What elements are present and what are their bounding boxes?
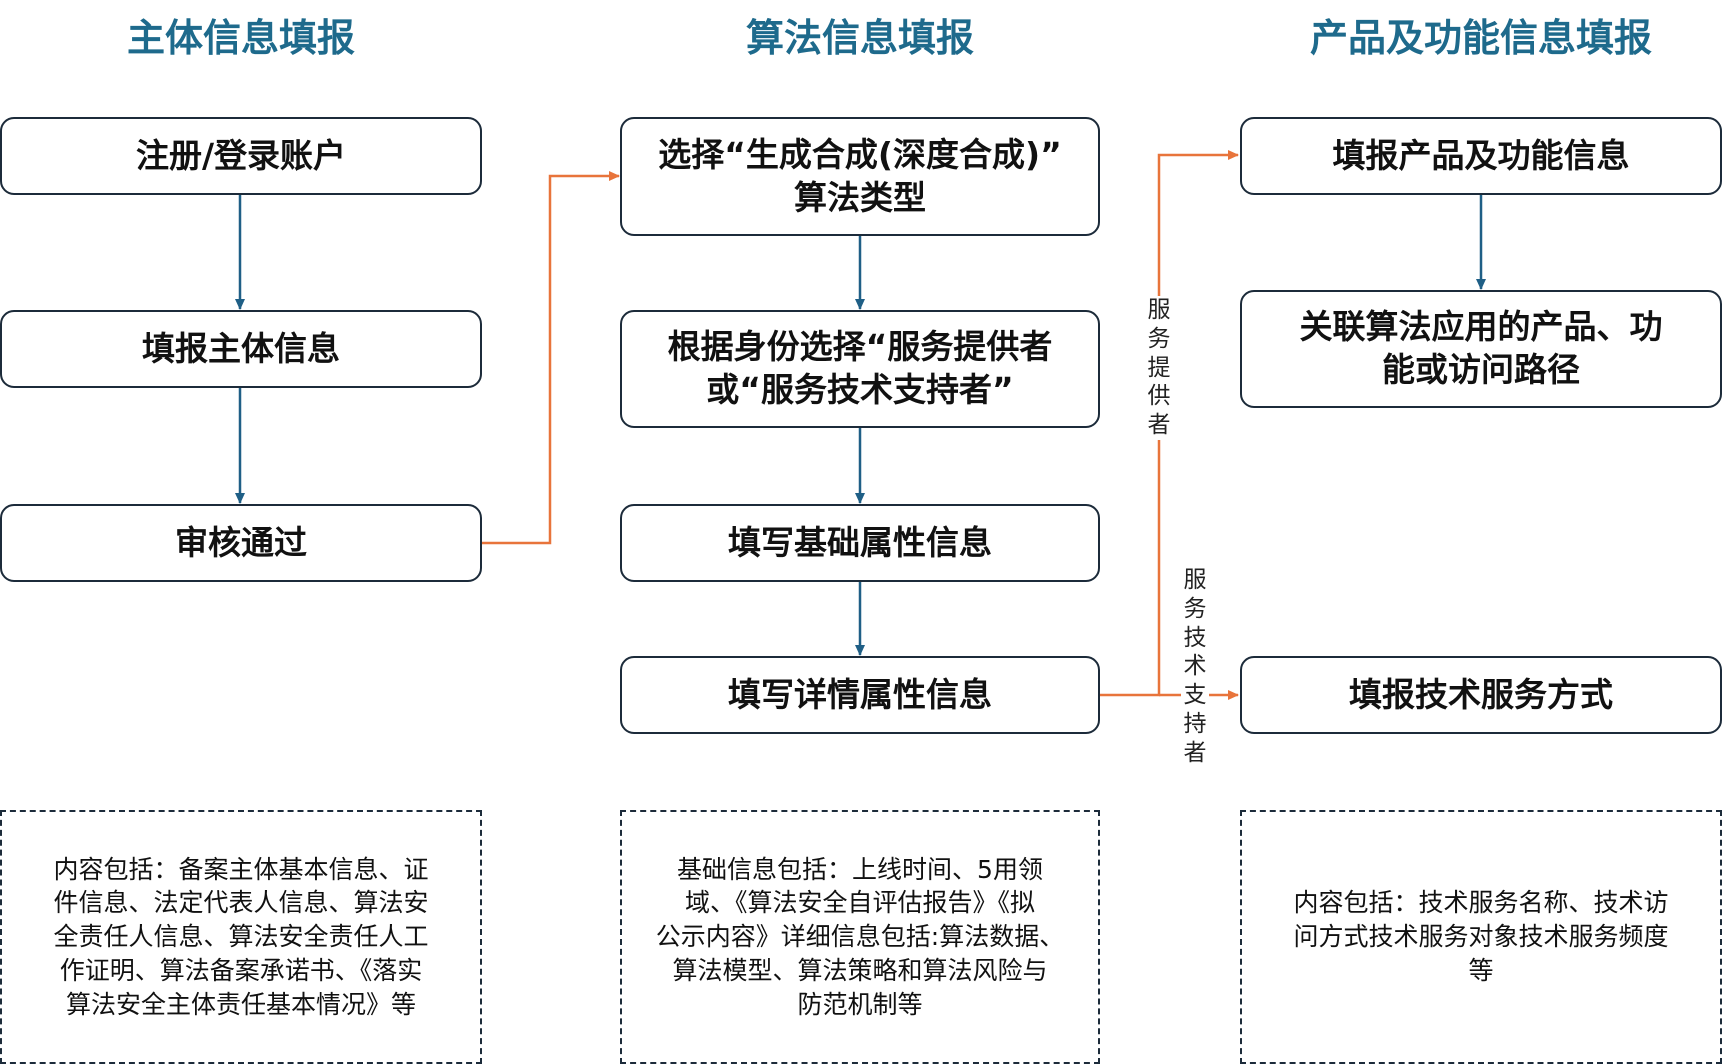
note-subject-line: 算法安全主体责任基本情况》等 xyxy=(65,989,416,1019)
note-product-line: 等 xyxy=(1468,955,1494,985)
step-review-approved-label: 审核通过 xyxy=(175,522,307,562)
note-subject-line: 件信息、法定代表人信息、算法安 xyxy=(53,888,429,918)
step-fill-detail-attributes: 填写详情属性信息 xyxy=(620,656,1100,734)
step-fill-subject-info-label: 填报主体信息 xyxy=(142,328,340,368)
step-select-algorithm-type-line: 算法类型 xyxy=(793,177,926,217)
note-product-line: 内容包括：技术服务名称、技术访 xyxy=(1293,888,1669,918)
note-subject-contents: 内容包括：备案主体基本信息、证 件信息、法定代表人信息、算法安 全责任人信息、算… xyxy=(0,810,482,1064)
step-select-algorithm-type-line: 选择“生成合成(深度合成)” xyxy=(658,134,1062,174)
step-fill-product-function-info: 填报产品及功能信息 xyxy=(1240,117,1722,195)
note-subject-line: 作证明、算法备案承诺书、《落实 xyxy=(59,955,423,985)
note-product-contents: 内容包括：技术服务名称、技术访 问方式技术服务对象技术服务频度 等 xyxy=(1240,810,1722,1064)
step-review-approved: 审核通过 xyxy=(0,504,482,582)
step-fill-product-function-info-label: 填报产品及功能信息 xyxy=(1332,135,1630,175)
step-select-identity-line: 或“服务技术支持者” xyxy=(706,370,1014,409)
column-title-algorithm: 算法信息填报 xyxy=(745,16,974,60)
note-algorithm-line: 算法模型、算法策略和算法风险与 xyxy=(672,955,1048,985)
step-link-products-line: 能或访问路径 xyxy=(1382,350,1580,389)
note-algorithm-line: 防范机制等 xyxy=(797,989,923,1019)
step-link-products-line: 关联算法应用的产品、功 xyxy=(1299,307,1663,347)
column-title-subject: 主体信息填报 xyxy=(126,16,355,60)
step-fill-tech-service-method: 填报技术服务方式 xyxy=(1240,656,1722,734)
step-fill-detail-attributes-label: 填写详情属性信息 xyxy=(728,674,992,714)
step-fill-tech-service-method-label: 填报技术服务方式 xyxy=(1349,674,1613,714)
branch-label-provider: 服务提供者 xyxy=(1145,296,1173,440)
note-subject-line: 全责任人信息、算法安全责任人工 xyxy=(53,922,429,952)
arrow-approved-to-select-type xyxy=(482,171,620,545)
step-register-login: 注册/登录账户 xyxy=(0,117,482,195)
note-algorithm-line: 公示内容》详细信息包括:算法数据、 xyxy=(655,922,1065,952)
step-select-algorithm-type: 选择“生成合成(深度合成)” 算法类型 xyxy=(620,117,1100,236)
step-fill-basic-attributes: 填写基础属性信息 xyxy=(620,504,1100,582)
branch-label-tech-support: 服务技术支持者 xyxy=(1181,566,1209,768)
step-register-login-label: 注册/登录账户 xyxy=(135,135,347,175)
step-select-identity-line: 根据身份选择“服务提供者 xyxy=(667,327,1053,367)
step-fill-basic-attributes-label: 填写基础属性信息 xyxy=(728,522,992,562)
step-fill-subject-info: 填报主体信息 xyxy=(0,310,482,388)
note-algorithm-contents: 基础信息包括：上线时间、5用领 域、《算法安全自评估报告》《拟 公示内容》详细信… xyxy=(620,810,1100,1064)
column-title-product: 产品及功能信息填报 xyxy=(1309,16,1652,60)
note-subject-line: 内容包括：备案主体基本信息、证 xyxy=(53,854,429,884)
note-algorithm-line: 域、《算法安全自评估报告》《拟 xyxy=(684,888,1035,918)
step-link-products: 关联算法应用的产品、功 能或访问路径 xyxy=(1240,290,1722,408)
step-select-identity: 根据身份选择“服务提供者 或“服务技术支持者” xyxy=(620,310,1100,428)
note-algorithm-line: 基础信息包括：上线时间、5用领 xyxy=(677,854,1043,884)
note-product-line: 问方式技术服务对象技术服务频度 xyxy=(1293,922,1669,952)
